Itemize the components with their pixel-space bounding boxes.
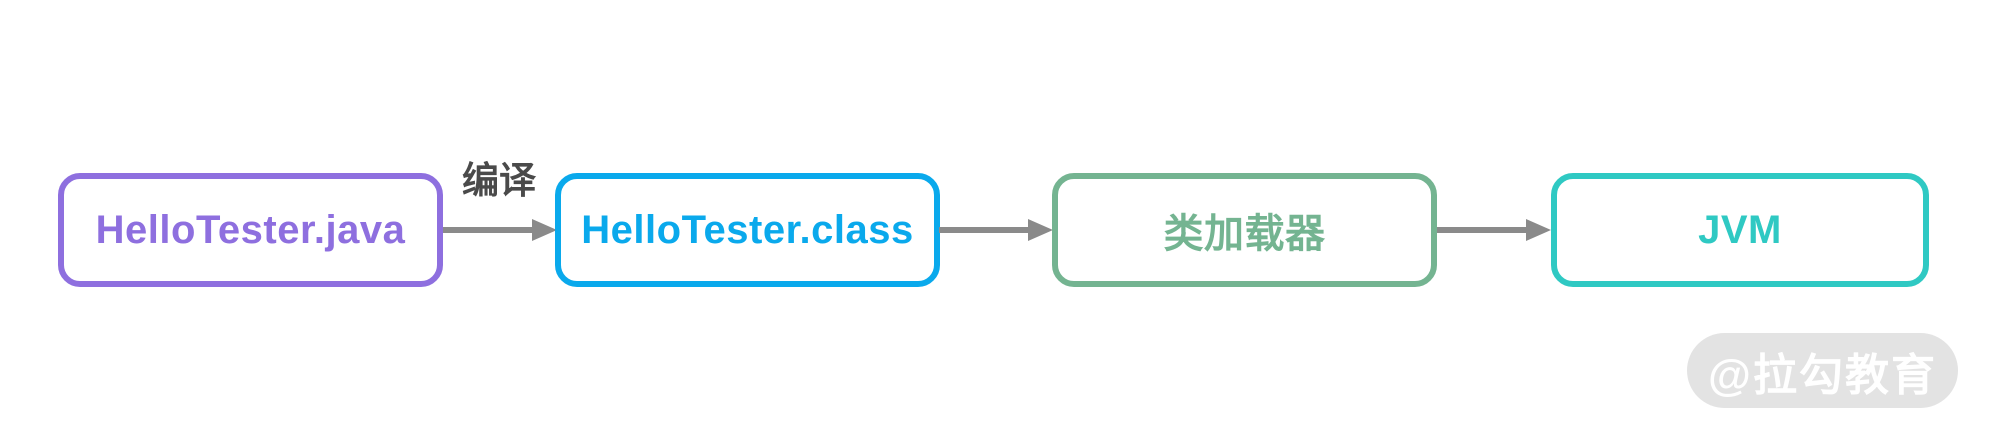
node-jvm: JVM xyxy=(1551,173,1929,287)
arrow-loader-to-jvm xyxy=(1437,219,1551,241)
node-hellotester-java: HelloTester.java xyxy=(58,173,443,287)
arrow-class-to-loader xyxy=(939,219,1053,241)
node-class-loader-label: 类加载器 xyxy=(1163,212,1326,256)
arrow-loader-to-jvm-head-icon xyxy=(1526,219,1551,241)
node-hellotester-class-label: HelloTester.class xyxy=(581,207,914,252)
edge-label-compile: 编译 xyxy=(462,160,536,201)
node-jvm-label: JVM xyxy=(1698,207,1782,252)
node-hellotester-class: HelloTester.class xyxy=(555,173,940,287)
arrow-loader-to-jvm-line xyxy=(1437,227,1528,233)
watermark-badge: @拉勾教育 xyxy=(1687,333,1958,408)
node-hellotester-java-label: HelloTester.java xyxy=(95,207,406,252)
arrow-class-to-loader-line xyxy=(939,227,1030,233)
arrow-compile-line xyxy=(443,227,534,233)
arrow-compile-head-icon xyxy=(532,219,557,241)
node-class-loader: 类加载器 xyxy=(1052,173,1437,287)
arrow-compile xyxy=(443,219,557,241)
arrow-class-to-loader-head-icon xyxy=(1028,219,1053,241)
